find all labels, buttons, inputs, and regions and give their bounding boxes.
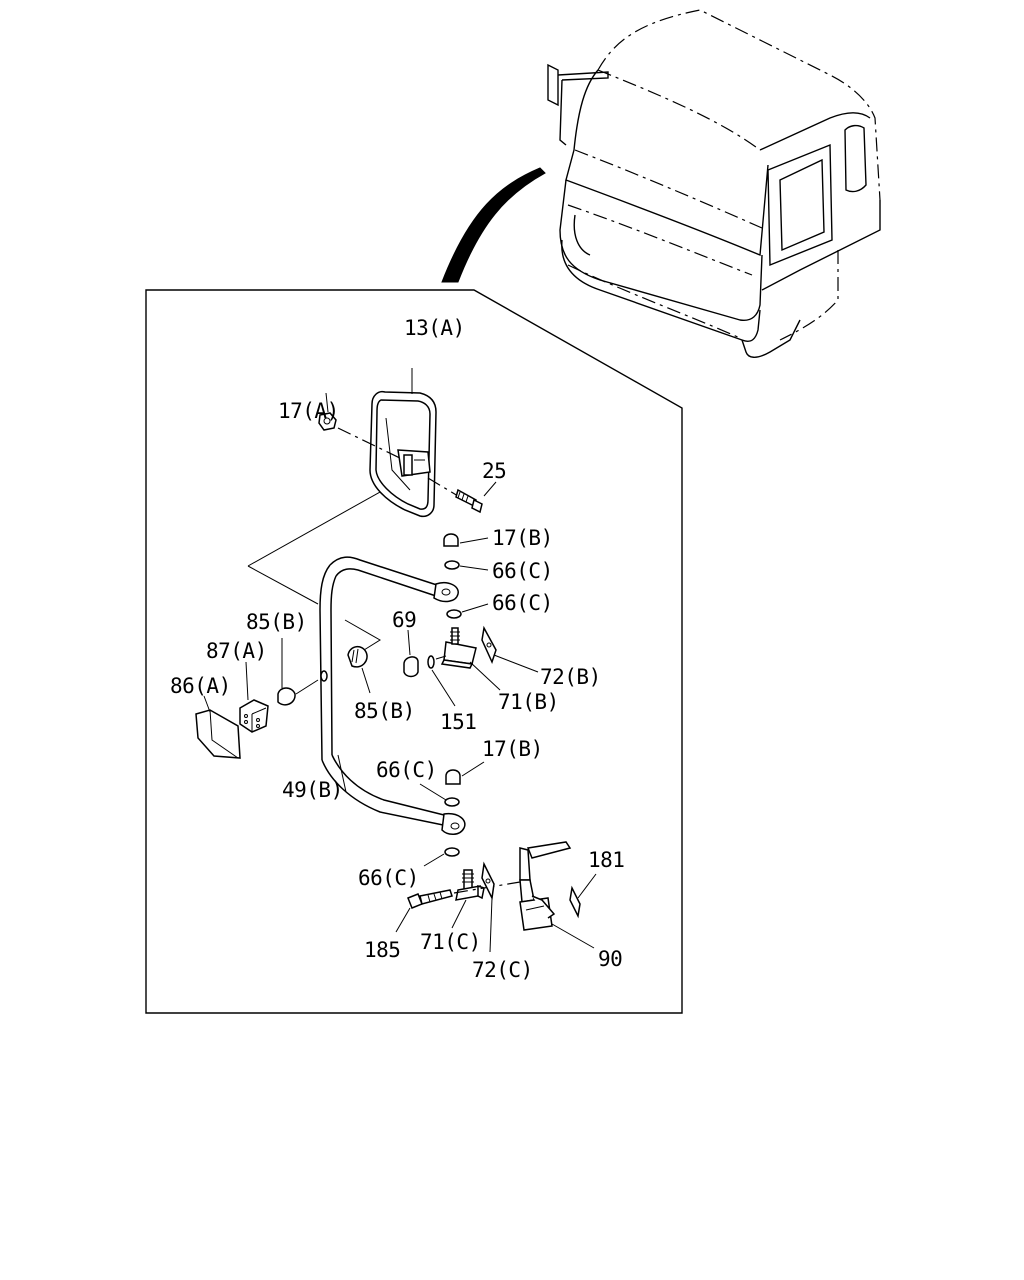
callout-69: 69 <box>392 608 416 632</box>
bracket-part-71c <box>455 869 485 901</box>
callout-181: 181 <box>588 848 624 872</box>
callout-151: 151 <box>440 710 476 734</box>
nut-part-17a <box>318 412 337 431</box>
shim-part-181 <box>569 885 581 919</box>
bolt-part-25 <box>455 488 483 514</box>
callout-72b: 72(B) <box>540 665 601 689</box>
callout-72c: 72(C) <box>472 958 533 982</box>
callout-66c-3: 66(C) <box>376 758 437 782</box>
callout-71b: 71(B) <box>498 690 559 714</box>
shim-part-72b <box>481 625 497 665</box>
callout-85b-left: 85(B) <box>246 610 307 634</box>
callout-49b: 49(B) <box>282 778 343 802</box>
callout-17b-mid: 17(B) <box>482 737 543 761</box>
bracket-part-71b <box>435 627 477 669</box>
washer-part-66c-1 <box>444 560 460 570</box>
washer-part-151 <box>427 655 435 669</box>
cap-part-85b-left <box>277 687 296 706</box>
callout-185: 185 <box>364 938 400 962</box>
callout-25: 25 <box>482 459 506 483</box>
truck-cab-illustration <box>547 9 881 358</box>
callout-17b-top: 17(B) <box>492 526 553 550</box>
callout-90: 90 <box>598 947 622 971</box>
washer-part-66c-3 <box>444 797 460 807</box>
callout-86a: 86(A) <box>170 674 231 698</box>
mirror-arm-part-49b <box>319 556 466 835</box>
callout-66c-2: 66(C) <box>492 591 553 615</box>
cap-nut-part-17b-top <box>443 533 459 547</box>
callout-85b-right: 85(B) <box>354 699 415 723</box>
cap-part-85b-right <box>347 646 368 668</box>
cover-part-86a <box>195 709 241 759</box>
callout-87a: 87(A) <box>206 639 267 663</box>
cap-part-69 <box>403 656 419 678</box>
shim-part-72c <box>481 861 495 901</box>
callout-13a: 13(A) <box>404 316 465 340</box>
callout-71c: 71(C) <box>420 930 481 954</box>
cap-nut-part-17b-mid <box>445 769 461 785</box>
callout-66c-4: 66(C) <box>358 866 419 890</box>
detail-frame <box>145 289 683 1014</box>
mirror-part-13a <box>369 390 437 518</box>
washer-part-66c-4 <box>444 847 460 857</box>
washer-part-66c-2 <box>446 609 462 619</box>
detail-pointer-arrow <box>441 167 546 283</box>
callout-17a: 17(A) <box>278 399 339 423</box>
bracket-part-90 <box>519 841 572 931</box>
callout-66c-1: 66(C) <box>492 559 553 583</box>
block-part-87a <box>239 699 269 733</box>
bolt-part-185 <box>407 889 453 909</box>
